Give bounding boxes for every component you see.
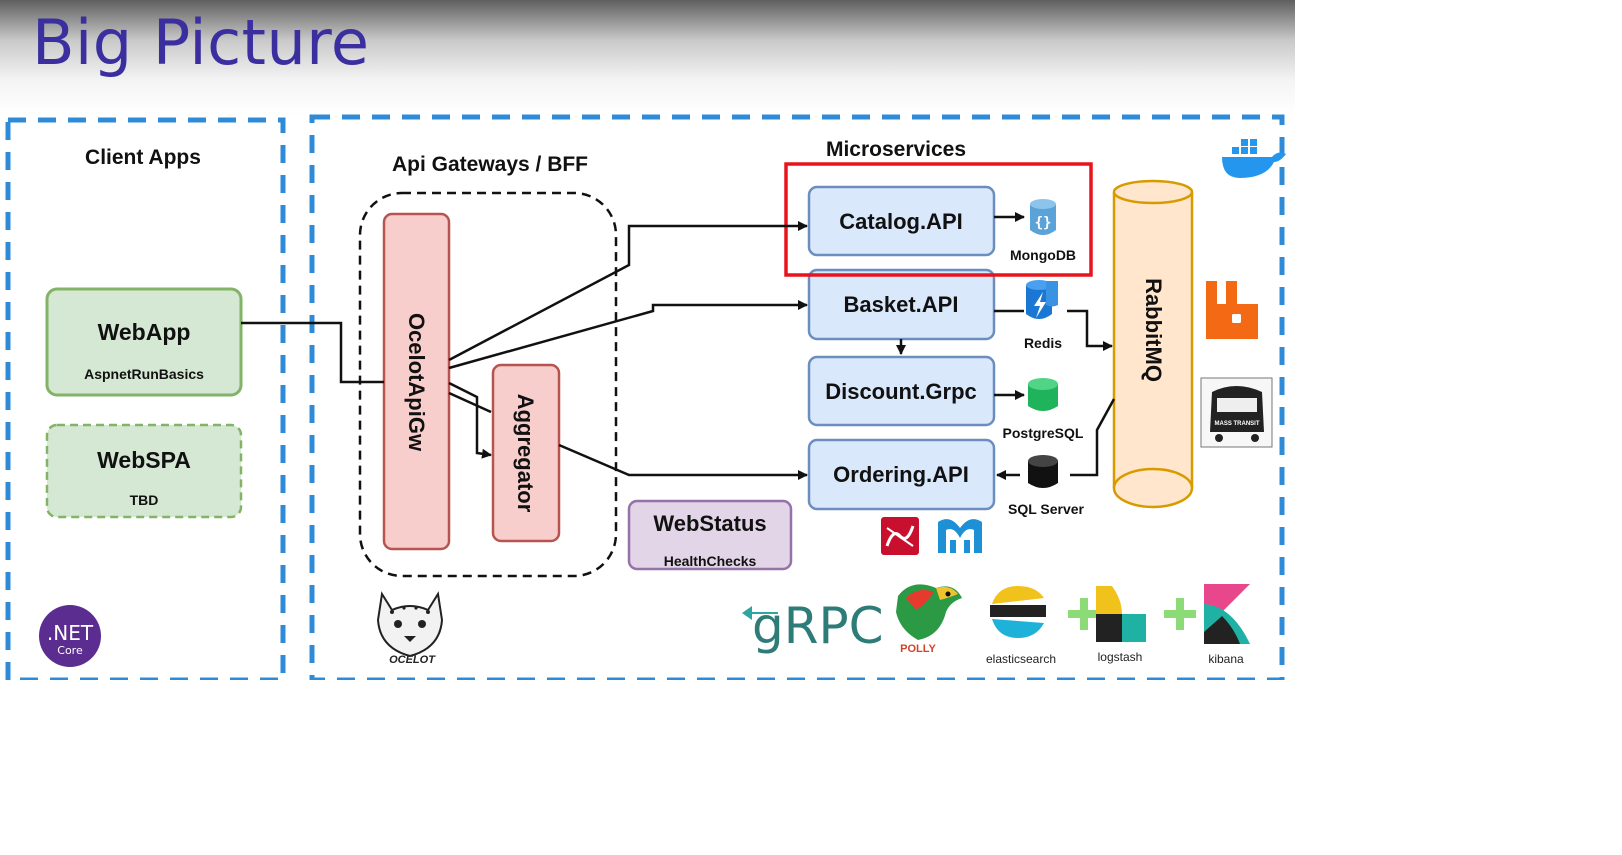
aggregator-label: Aggregator (513, 394, 538, 513)
webapp-sublabel: AspnetRunBasics (84, 366, 204, 382)
svg-text:.NET: .NET (47, 621, 94, 645)
api-gateways-heading: Api Gateways / BFF (392, 153, 588, 176)
ocelot-logo: OCELOT (376, 591, 444, 666)
webspa-label: WebSPA (97, 447, 191, 473)
mongodb-label: MongoDB (1010, 247, 1076, 263)
redis-icon (1026, 280, 1058, 319)
logstash-label: logstash (1098, 650, 1143, 664)
plus-icon (1164, 598, 1196, 630)
elasticsearch-logo: elasticsearch (986, 586, 1056, 666)
backend-region (309, 114, 1285, 680)
grpc-logo: gRPC (742, 597, 884, 655)
rabbitmq-label: RabbitMQ (1141, 278, 1166, 382)
docker-icon (1222, 139, 1286, 178)
discount-grpc-label: Discount.Grpc (825, 379, 977, 404)
mongodb-icon: {} (1030, 199, 1056, 235)
catalog-api-label: Catalog.API (839, 209, 962, 234)
webapp-to-ocelot-line (241, 321, 384, 384)
slide: Big Picture Client Apps Api Gateways / B… (0, 0, 1295, 680)
sqlserver-icon (1028, 455, 1058, 488)
plus-icon (1068, 598, 1100, 630)
client-apps-heading: Client Apps (85, 146, 201, 169)
elasticsearch-label: elasticsearch (986, 652, 1056, 666)
rabbitmq-to-sqlserver-line (1070, 398, 1116, 477)
connectors (241, 212, 1116, 480)
kibana-label: kibana (1208, 652, 1244, 666)
discount-grpc-box[interactable] (807, 355, 996, 427)
webspa-box[interactable] (45, 423, 243, 519)
masstransit-logo-icon: MASS TRANSIT (1200, 377, 1273, 448)
webstatus-sublabel: HealthChecks (664, 553, 757, 569)
svg-text:MASS TRANSIT: MASS TRANSIT (1215, 421, 1260, 427)
svg-text:POLLY: POLLY (900, 643, 936, 655)
serilog-icon (881, 517, 919, 555)
aggregator-to-ordering-line (558, 443, 808, 480)
webstatus-box[interactable] (627, 499, 793, 571)
kibana-logo: kibana (1204, 584, 1250, 666)
mediatr-icon (938, 519, 982, 553)
gateway-group (358, 191, 618, 578)
ordering-api-box[interactable] (807, 438, 996, 511)
aggregator-box[interactable] (491, 363, 561, 543)
webapp-label: WebApp (98, 319, 191, 345)
postgresql-label: PostgreSQL (1003, 425, 1084, 441)
ocelot-to-aggregator-line-2 (448, 391, 492, 414)
ocelot-to-basket-line (448, 300, 808, 370)
webspa-sublabel: TBD (130, 492, 159, 508)
catalog-api-box[interactable] (807, 185, 996, 257)
rabbitmq-logo-icon (1206, 281, 1258, 339)
ocelot-gateway-label: OcelotApiGw (404, 313, 429, 452)
svg-text:gRPC: gRPC (752, 597, 884, 655)
architecture-diagram: Client Apps Api Gateways / BFF Microserv… (5, 114, 1286, 680)
redis-label: Redis (1024, 335, 1062, 351)
svg-text:Core: Core (57, 644, 83, 657)
ocelot-to-aggregator-line (448, 381, 492, 459)
microservices-heading: Microservices (826, 138, 966, 161)
basket-api-label: Basket.API (844, 292, 959, 317)
logstash-logo: logstash (1096, 586, 1146, 664)
slide-title: Big Picture (32, 6, 370, 79)
svg-text:OCELOT: OCELOT (389, 654, 436, 666)
catalog-highlight (784, 162, 1093, 277)
webapp-box[interactable] (45, 287, 243, 397)
dotnet-core-logo: .NET Core (39, 605, 101, 667)
redis-to-rabbitmq-line (1067, 309, 1113, 351)
rabbitmq-cylinder[interactable] (1112, 179, 1194, 509)
ocelot-to-catalog-line (448, 221, 808, 362)
polly-logo: POLLY (896, 584, 962, 655)
postgresql-icon (1028, 378, 1058, 411)
ordering-api-label: Ordering.API (833, 462, 969, 487)
title-band (0, 0, 1295, 115)
webstatus-label: WebStatus (653, 511, 766, 536)
sqlserver-label: SQL Server (1008, 501, 1085, 517)
svg-text:{}: {} (1035, 215, 1052, 231)
client-apps-region (5, 117, 286, 680)
